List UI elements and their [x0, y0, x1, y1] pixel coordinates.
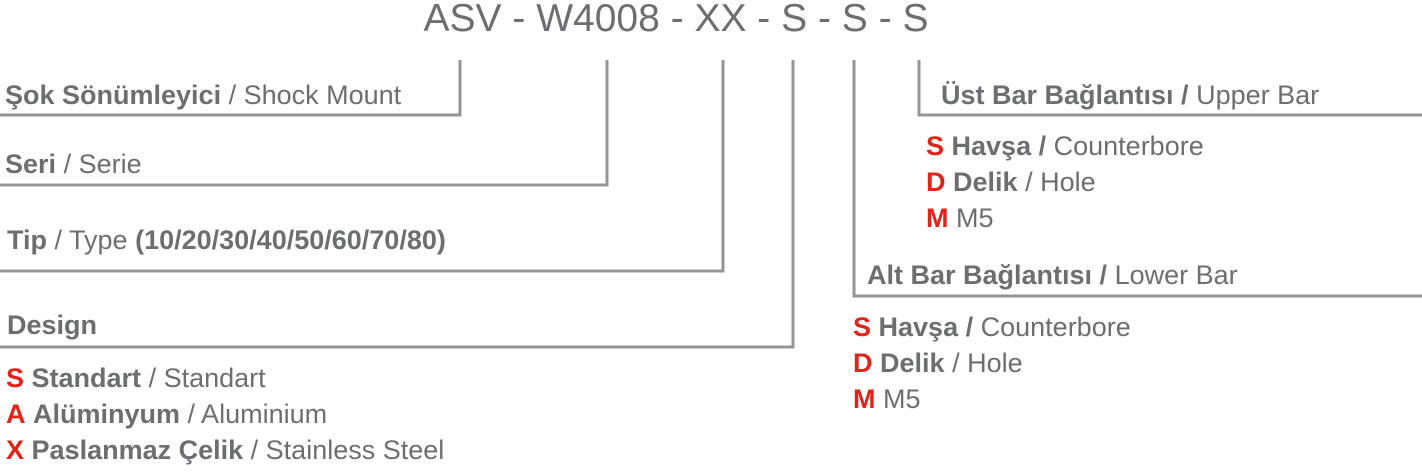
option-code: S	[926, 131, 945, 161]
option-en: Counterbore	[980, 312, 1131, 342]
option-code: S	[853, 312, 872, 342]
option-tr: Paslanmaz Çelik	[31, 435, 244, 465]
option-code: A	[6, 399, 26, 429]
option-code: D	[853, 348, 873, 378]
upper-bar-en: Upper Bar	[1196, 80, 1320, 110]
option-code: M	[926, 203, 949, 233]
type-values: (10/20/30/40/50/60/70/80)	[135, 225, 446, 255]
option-code: S	[6, 363, 25, 393]
option-tr: Havşa /	[878, 312, 974, 342]
lower-bar-option: S Havşa / Counterbore	[853, 311, 1131, 343]
type-label: Tip / Type (10/20/30/40/50/60/70/80)	[7, 224, 446, 256]
upper-bar-option: S Havşa / Counterbore	[926, 130, 1204, 162]
option-en: M5	[956, 203, 994, 233]
type-connector	[0, 60, 725, 273]
option-code: X	[6, 435, 25, 465]
option-en: / Aluminium	[187, 399, 328, 429]
design-option: A Alüminyum / Aluminium	[6, 398, 327, 430]
option-en: / Hole	[1025, 167, 1096, 197]
option-tr: Havşa /	[951, 131, 1047, 161]
option-tr: Delik	[880, 348, 945, 378]
design-connector	[0, 60, 795, 349]
upper-bar-label: Üst Bar Bağlantısı / Upper Bar	[941, 79, 1319, 111]
option-en: / Standart	[148, 363, 266, 393]
design-option: X Paslanmaz Çelik / Stainless Steel	[6, 434, 444, 466]
serie-label: Seri / Serie	[5, 148, 142, 180]
shock-mount-en: / Shock Mount	[228, 80, 402, 110]
option-tr: Alüminyum	[33, 399, 181, 429]
upper-bar-tr: Üst Bar Bağlantısı /	[941, 80, 1189, 110]
product-code-title: ASV - W4008 - XX - S - S - S	[423, 0, 929, 40]
design-option: S Standart / Standart	[6, 362, 266, 394]
lower-bar-label: Alt Bar Bağlantısı / Lower Bar	[867, 259, 1238, 291]
lower-bar-tr: Alt Bar Bağlantısı /	[867, 260, 1108, 290]
lower-bar-option: D Delik / Hole	[853, 347, 1023, 379]
type-tr: Tip	[7, 225, 47, 255]
lower-bar-en: Lower Bar	[1114, 260, 1238, 290]
shock-mount-connector	[0, 60, 462, 117]
serie-en: / Serie	[63, 149, 142, 179]
option-code: M	[853, 384, 876, 414]
upper-bar-option: D Delik / Hole	[926, 166, 1096, 198]
shock-mount-tr: Şok Sönümleyici	[5, 80, 222, 110]
serie-connector	[0, 60, 609, 187]
option-code: D	[926, 167, 946, 197]
lower-bar-option: M M5	[853, 383, 921, 415]
design-label: Design	[7, 310, 98, 340]
lower-bar-connector	[852, 60, 1422, 298]
option-tr: Standart	[31, 363, 142, 393]
option-en: / Hole	[952, 348, 1023, 378]
shock-mount-label: Şok Sönümleyici / Shock Mount	[5, 79, 401, 111]
upper-bar-option: M M5	[926, 202, 994, 234]
option-en: M5	[883, 384, 921, 414]
upper-bar-connector	[917, 60, 1422, 117]
option-en: / Stainless Steel	[250, 435, 445, 465]
serie-tr: Seri	[5, 149, 57, 179]
type-en: / Type	[54, 225, 128, 255]
option-en: Counterbore	[1053, 131, 1204, 161]
option-tr: Delik	[953, 167, 1018, 197]
